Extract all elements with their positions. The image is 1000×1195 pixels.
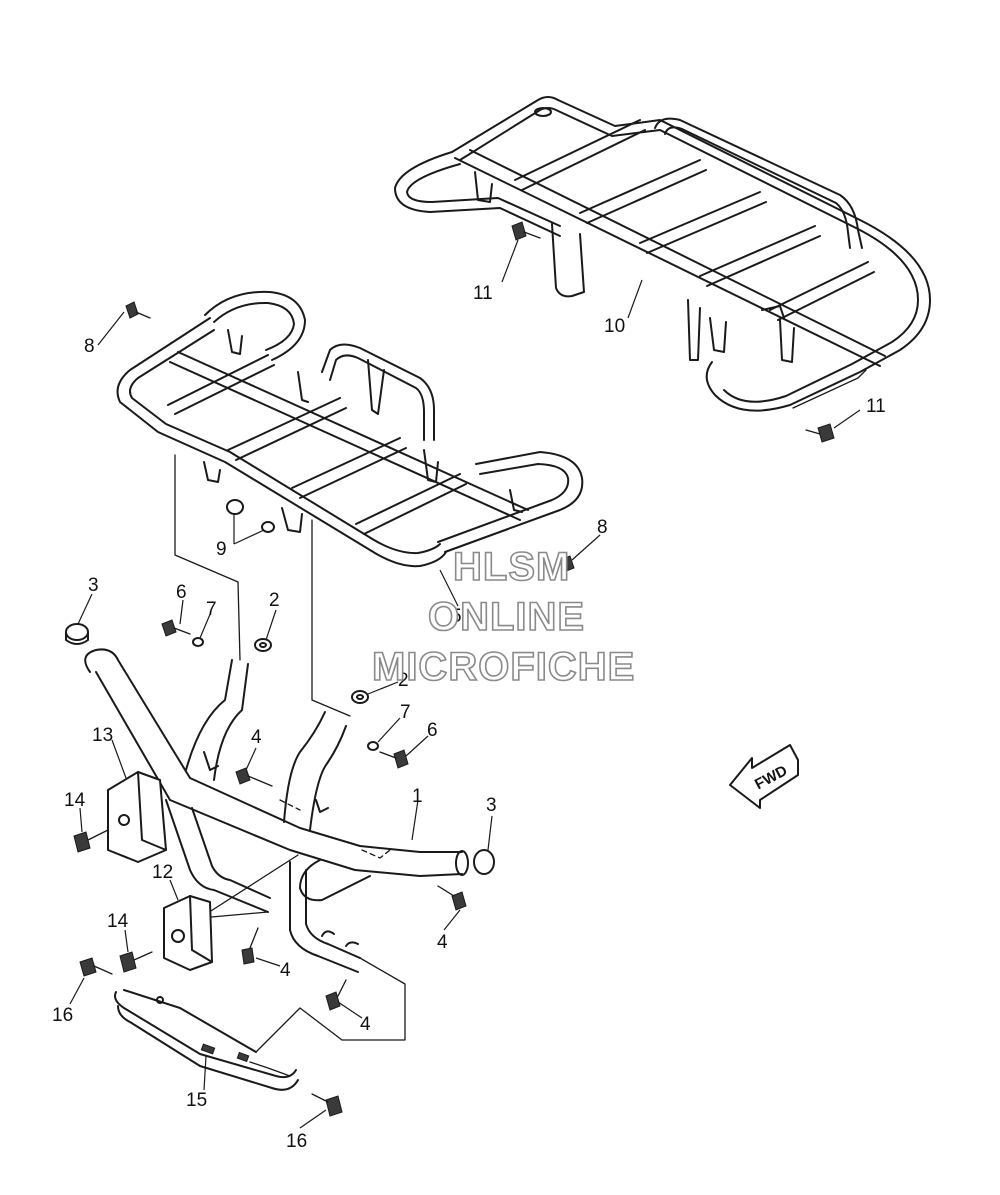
- watermark: HLSM ONLINE MICROFICHE: [371, 544, 635, 690]
- grommet-2-lower: [351, 690, 369, 704]
- callout-13: 13: [92, 725, 113, 746]
- callout-5: 5: [451, 606, 462, 627]
- front-carrier-rack: [116, 290, 584, 717]
- bolt-16-upper: [79, 957, 113, 977]
- leader-lines: [69, 239, 861, 1129]
- callout-16-lower: 16: [286, 1131, 307, 1152]
- bolt-4-d: [325, 979, 347, 1011]
- callout-11-upper: 11: [473, 283, 493, 304]
- fwd-direction-indicator: FWD: [729, 744, 799, 809]
- callout-12: 12: [152, 862, 173, 883]
- washer-7-lower: [367, 741, 379, 751]
- callout-7-lower: 7: [400, 702, 411, 723]
- callout-4-a: 4: [251, 727, 262, 748]
- bolt-6-lower: [379, 749, 409, 769]
- callout-14-lower: 14: [107, 911, 129, 932]
- watermark-line-2: ONLINE: [428, 595, 585, 639]
- end-cap-3-lower: [473, 849, 495, 875]
- rubber-block-12: [163, 895, 213, 971]
- callout-8-upper: 8: [84, 336, 95, 357]
- callout-4-b: 4: [437, 932, 448, 953]
- grommet-2-upper: [254, 638, 272, 652]
- bolt-16-lower: [311, 1093, 343, 1117]
- watermark-line-3: MICROFICHE: [372, 645, 635, 689]
- callout-8-lower: 8: [597, 517, 608, 538]
- watermark-line-1: HLSM: [453, 545, 570, 589]
- callout-2-upper: 2: [269, 590, 280, 611]
- bolt-4-c: [241, 927, 259, 965]
- callout-9: 9: [216, 539, 227, 560]
- callout-2-lower: 2: [398, 670, 409, 691]
- callout-10: 10: [604, 316, 625, 337]
- bolt-11-lower: [805, 423, 835, 443]
- callout-11-lower: 11: [866, 396, 886, 417]
- callout-16-upper: 16: [52, 1005, 73, 1026]
- bolt-8-upper: [125, 301, 151, 319]
- callout-3-upper: 3: [88, 575, 99, 596]
- callout-6-lower: 6: [427, 720, 438, 741]
- callout-numbers: 1 2 2 3 3 4 4 4 4 5 6 6 7 7 8 8 9 10 11 …: [52, 283, 886, 1152]
- callout-4-d: 4: [360, 1014, 371, 1035]
- bolt-14-lower: [119, 951, 153, 973]
- skid-bumper-plate: [114, 989, 343, 1091]
- rubber-block-13: [107, 771, 167, 863]
- washer-7-upper: [192, 637, 204, 647]
- rear-carrier-rack: [394, 96, 931, 412]
- callout-4-c: 4: [280, 960, 291, 981]
- bolt-4-b: [437, 885, 467, 911]
- callout-6-upper: 6: [176, 582, 187, 603]
- bolt-14-upper: [73, 829, 109, 853]
- bolt-4-a: [235, 767, 273, 787]
- bolt-8-lower: [559, 555, 575, 573]
- arrow-left-icon: [729, 744, 799, 809]
- callout-7-upper: 7: [206, 599, 217, 620]
- callout-3-lower: 3: [486, 795, 497, 816]
- bolt-6-upper: [161, 619, 191, 637]
- callout-1: 1: [412, 786, 423, 807]
- callout-14-upper: 14: [64, 790, 86, 811]
- callout-15: 15: [186, 1090, 207, 1111]
- nut-9: [226, 499, 275, 533]
- bolt-11-upper: [511, 221, 541, 241]
- end-cap-3-upper: [65, 623, 89, 645]
